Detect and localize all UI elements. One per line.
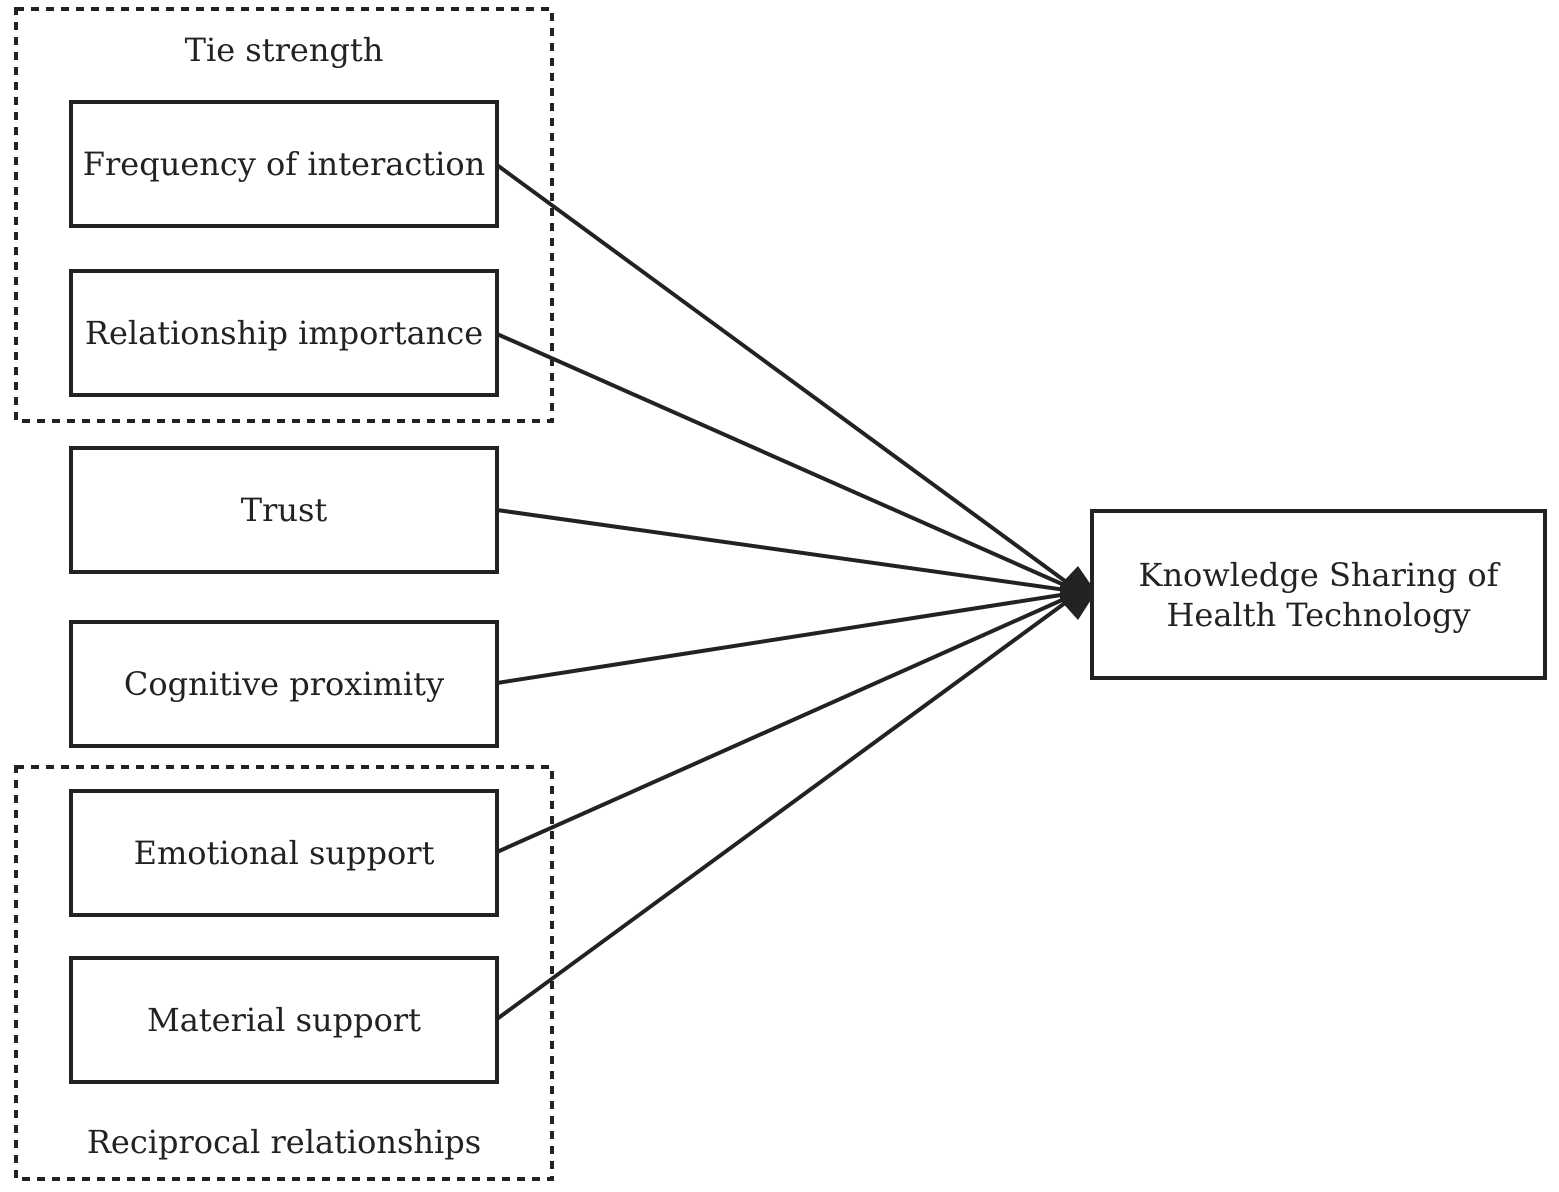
node-label: Trust	[240, 491, 328, 529]
reciprocal-relationships-group-border	[14, 765, 554, 1181]
arrow-frequency	[495, 163, 1082, 594]
node-emotional-support: Emotional support	[69, 789, 499, 917]
node-knowledge-sharing-target: Knowledge Sharing of Health Technology	[1090, 509, 1547, 680]
node-label: Cognitive proximity	[123, 665, 445, 703]
arrow-material	[495, 590, 1082, 1021]
arrow-cognitive	[496, 590, 1081, 685]
node-trust: Trust	[69, 446, 499, 574]
node-label: Emotional support	[133, 834, 435, 872]
tie-strength-label: Tie strength	[184, 31, 384, 69]
node-cognitive-proximity: Cognitive proximity	[69, 620, 499, 748]
reciprocal-relationships-label: Reciprocal relationships	[86, 1123, 482, 1161]
arrow-trust	[496, 508, 1081, 594]
arrowhead-icon	[1060, 566, 1096, 620]
target-label-line2: Health Technology	[1166, 595, 1471, 634]
node-label: Relationship importance	[84, 314, 484, 352]
node-relationship-importance: Relationship importance	[69, 269, 499, 397]
node-frequency-of-interaction: Frequency of interaction	[69, 100, 499, 228]
target-label-line1: Knowledge Sharing of	[1138, 555, 1499, 594]
node-label: Frequency of interaction	[82, 145, 486, 183]
tie-strength-group-border	[14, 7, 554, 423]
node-material-support: Material support	[69, 956, 499, 1084]
arrow-emotional	[496, 590, 1081, 854]
node-label: Material support	[146, 1001, 422, 1039]
arrow-relationship	[496, 332, 1081, 594]
